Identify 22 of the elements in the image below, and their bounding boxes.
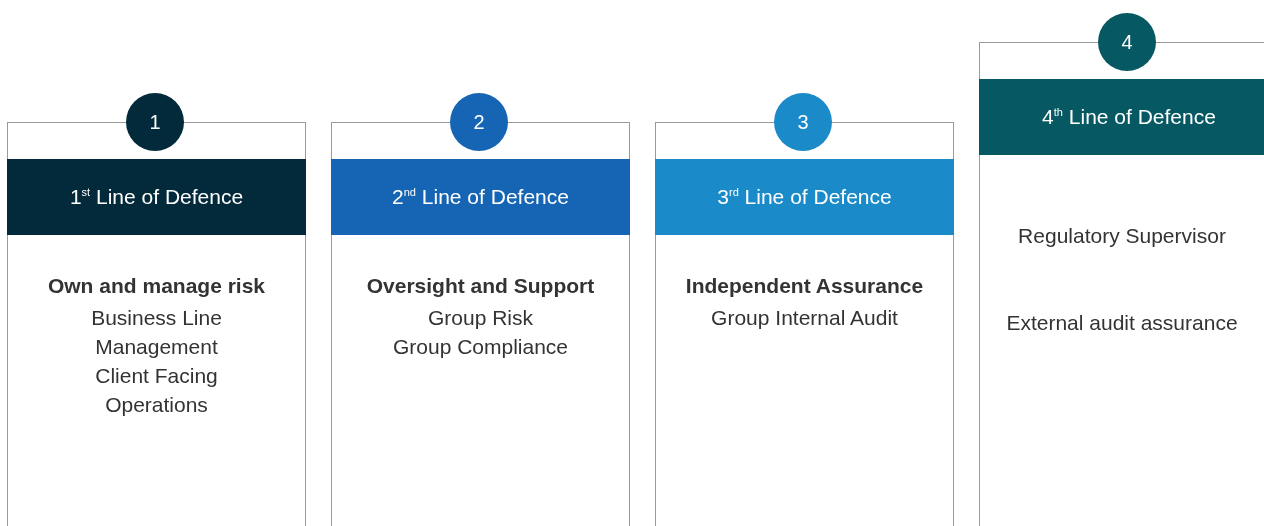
section-heading: Independent Assurance [685, 273, 924, 299]
header-title: 1$^{st}$ Line of Defence [69, 185, 244, 209]
header-title: 2$^{nd}$ Line of Defence [392, 185, 569, 209]
header-band [7, 159, 306, 235]
body-text: Client Facing Operations [94, 363, 219, 418]
header-band [979, 79, 1264, 155]
header-title: 4$^{th}$ Line of Defence [1042, 105, 1216, 129]
section-heading: Oversight and Support [366, 273, 595, 299]
header-band [331, 159, 630, 235]
body-text: Group Risk [428, 305, 533, 331]
section-heading: Own and manage risk [47, 273, 266, 299]
header-band [655, 159, 954, 235]
body-text: Group Internal Audit [711, 305, 898, 331]
number-circle: 4 [1098, 13, 1156, 71]
number-circle: 1 [126, 93, 184, 151]
body-text: External audit assurance [1006, 310, 1238, 336]
body-text: Business Line Management [90, 305, 223, 360]
body-text: Group Compliance [392, 334, 569, 360]
number-circle: 2 [450, 93, 508, 151]
header-title: 3$^{rd}$ Line of Defence [717, 185, 892, 209]
body-text: Regulatory Supervisor [1018, 223, 1226, 249]
number-circle: 3 [774, 93, 832, 151]
